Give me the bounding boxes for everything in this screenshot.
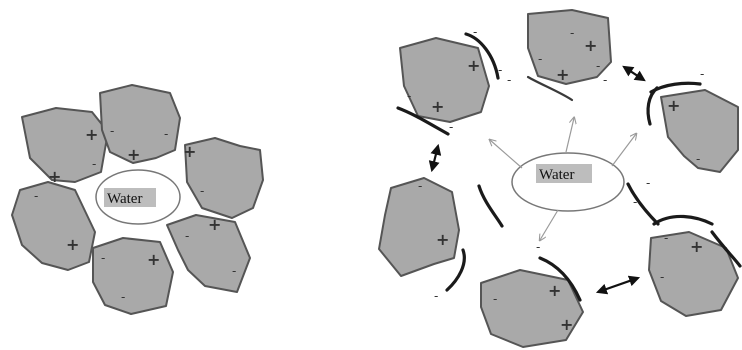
expansion-arrow xyxy=(490,140,522,168)
sign-plus: + xyxy=(548,281,561,300)
sign-plus: + xyxy=(556,65,569,84)
sign-plus: + xyxy=(584,36,597,55)
sign-plus: + xyxy=(147,250,160,269)
sign-plus: + xyxy=(208,215,221,234)
sign-minus: - xyxy=(473,25,477,39)
sign-minus: - xyxy=(232,264,236,278)
sign-plus: + xyxy=(48,167,61,186)
sign-minus: - xyxy=(538,52,542,66)
sign-plus: + xyxy=(690,237,703,256)
sign-plus: + xyxy=(667,96,680,115)
sign-minus: - xyxy=(101,251,105,265)
left-water-label: Water xyxy=(107,191,142,207)
sign-minus: - xyxy=(507,73,511,87)
sign-plus: + xyxy=(560,315,573,334)
sign-minus: - xyxy=(407,89,411,103)
right-panel: Water - + - + - - - + - + - - + xyxy=(379,10,740,347)
left-particle-3 xyxy=(185,138,263,218)
expansion-arrow xyxy=(612,134,636,166)
left-particle-4 xyxy=(12,182,95,270)
sign-plus: + xyxy=(66,235,79,254)
sign-minus: - xyxy=(185,229,189,243)
repulsion-arrow xyxy=(624,67,644,80)
repulsion-arrow xyxy=(432,146,438,170)
sign-plus: + xyxy=(431,97,444,116)
left-panel: Water + - - + + - - + - + - - + + - - xyxy=(12,85,263,314)
sign-minus: - xyxy=(696,152,700,166)
sign-plus: + xyxy=(127,145,140,164)
sign-minus: - xyxy=(449,120,453,134)
sign-plus: + xyxy=(85,125,98,144)
sign-plus: + xyxy=(467,56,480,75)
right-particle-1 xyxy=(400,38,489,122)
charged-film xyxy=(654,216,712,224)
sign-minus: - xyxy=(110,124,114,138)
sign-minus: - xyxy=(603,73,607,87)
charged-film xyxy=(648,88,657,124)
sign-minus: - xyxy=(700,67,704,81)
sign-minus: - xyxy=(92,157,96,171)
sign-minus: - xyxy=(418,179,422,193)
sign-minus: - xyxy=(34,189,38,203)
sign-minus: - xyxy=(633,195,637,209)
left-particle-6 xyxy=(93,238,173,314)
sign-minus: - xyxy=(664,231,668,245)
repulsion-arrow xyxy=(598,278,638,292)
right-water-label: Water xyxy=(539,167,574,183)
sign-minus: - xyxy=(646,176,650,190)
sign-plus: + xyxy=(436,230,449,249)
sign-minus: - xyxy=(493,292,497,306)
sign-minus: - xyxy=(596,59,600,73)
sign-minus: - xyxy=(200,184,204,198)
expansion-arrow xyxy=(540,210,558,240)
charged-film xyxy=(479,186,502,226)
expansion-arrow xyxy=(566,118,574,152)
sign-minus: - xyxy=(498,63,502,77)
sign-minus: - xyxy=(660,270,664,284)
sign-minus: - xyxy=(164,127,168,141)
sign-minus: - xyxy=(121,290,125,304)
sign-minus: - xyxy=(570,26,574,40)
sign-minus: - xyxy=(434,289,438,303)
sign-plus: + xyxy=(183,142,196,161)
sign-minus: - xyxy=(536,240,540,254)
